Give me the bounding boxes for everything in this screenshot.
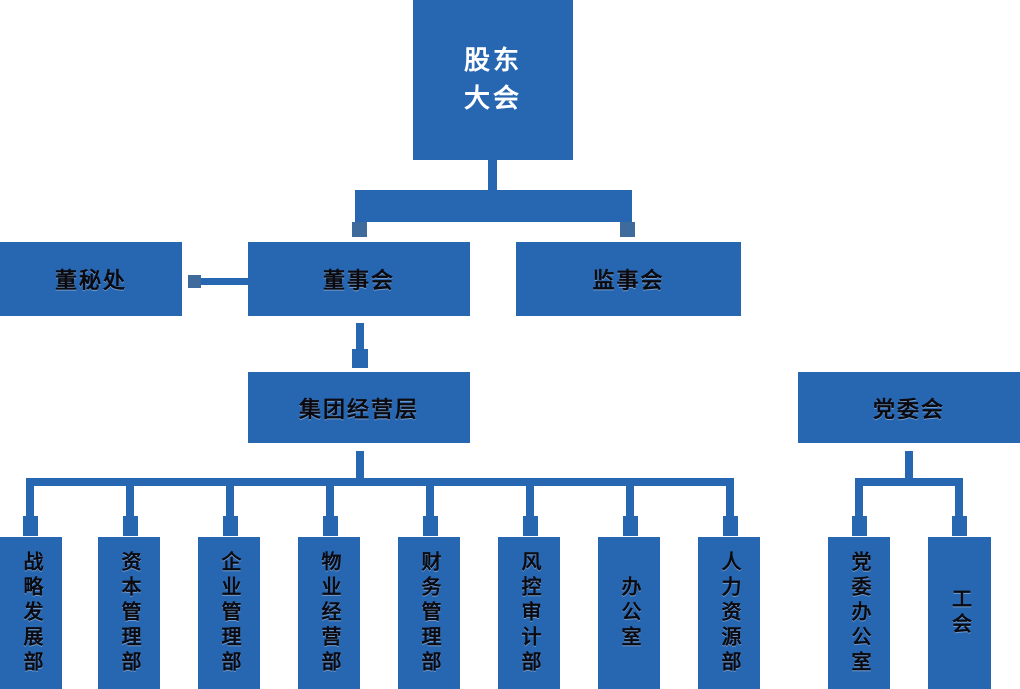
connector-dept-square-8 (723, 516, 738, 536)
connector-party-stem (905, 451, 913, 483)
connector-board-stem (356, 323, 364, 349)
node-dept-general-office: 办公室 (598, 537, 660, 689)
node-shareholders-meeting: 股东 大会 (413, 0, 573, 160)
node-label: 董秘处 (54, 268, 127, 293)
node-label: 监事会 (592, 268, 665, 293)
node-board-secretary-office: 董秘处 (0, 242, 182, 316)
connector-party-stub-1 (855, 486, 863, 516)
connector-departments-crossbar (26, 478, 734, 486)
connector-square-right (620, 222, 635, 237)
node-label: 资本管理部 (118, 550, 140, 676)
node-label-line2: 大会 (463, 83, 522, 113)
connector-dept-square-3 (223, 516, 238, 536)
node-label: 集团经营层 (298, 396, 419, 422)
node-label: 办公室 (618, 575, 640, 651)
connector-dept-square-7 (623, 516, 638, 536)
node-label: 股东 大会 (464, 42, 522, 117)
connector-root-stem (488, 160, 497, 191)
node-label: 战略发展部 (20, 550, 42, 676)
connector-dept-square-2 (123, 516, 138, 536)
connector-dept-square-6 (523, 516, 538, 536)
node-dept-human-resources: 人力资源部 (698, 537, 760, 689)
node-labor-union: 工会 (928, 537, 991, 689)
connector-dept-stub-7 (626, 486, 634, 516)
node-board-of-directors: 董事会 (248, 242, 470, 316)
node-label: 财务管理部 (418, 550, 440, 676)
connector-square-left (352, 222, 367, 237)
connector-dept-stub-4 (326, 486, 334, 516)
node-supervisory-board: 监事会 (516, 242, 741, 316)
connector-party-crossbar (855, 478, 963, 486)
connector-management-stem (356, 451, 364, 483)
connector-dept-square-1 (23, 516, 38, 536)
connector-dept-square-5 (423, 516, 438, 536)
connector-root-crossbar (355, 190, 632, 222)
node-dept-strategy-development: 战略发展部 (0, 537, 62, 689)
node-dept-risk-audit: 风控审计部 (498, 537, 560, 689)
node-label: 董事会 (322, 268, 395, 293)
node-party-committee-office: 党委办公室 (828, 537, 890, 689)
connector-secretary-board (201, 278, 248, 285)
connector-square-management (352, 349, 368, 368)
connector-dept-stub-6 (526, 486, 534, 516)
connector-dept-stub-1 (26, 486, 34, 516)
connector-party-stub-2 (955, 486, 963, 516)
connector-party-square-2 (952, 516, 967, 536)
node-label: 人力资源部 (718, 550, 740, 676)
node-dept-property-operation: 物业经营部 (298, 537, 360, 689)
node-dept-finance-management: 财务管理部 (398, 537, 460, 689)
node-party-committee: 党委会 (798, 372, 1020, 443)
connector-party-square-1 (852, 516, 867, 536)
connector-dept-stub-3 (226, 486, 234, 516)
connector-dept-stub-2 (126, 486, 134, 516)
node-label: 物业经营部 (318, 550, 340, 676)
node-label-line1: 股东 (463, 45, 522, 76)
connector-dept-stub-8 (726, 486, 734, 516)
node-group-management: 集团经营层 (248, 372, 470, 443)
node-label: 党委会 (872, 396, 945, 422)
node-label: 工会 (948, 588, 971, 638)
node-label: 风控审计部 (518, 550, 540, 676)
node-label: 企业管理部 (218, 550, 240, 676)
connector-dept-stub-5 (426, 486, 434, 516)
node-dept-enterprise-management: 企业管理部 (198, 537, 260, 689)
node-label: 党委办公室 (848, 550, 870, 676)
node-dept-capital-management: 资本管理部 (98, 537, 160, 689)
connector-dept-square-4 (323, 516, 338, 536)
connector-square-secretary (188, 275, 201, 288)
